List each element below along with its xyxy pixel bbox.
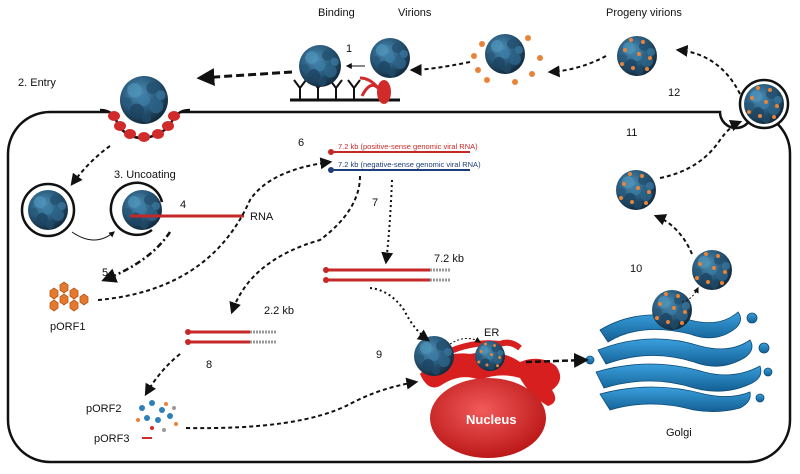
step-number: 5 xyxy=(102,267,108,279)
label-entry: 2. Entry xyxy=(18,77,56,89)
step-number: 9 xyxy=(376,349,382,361)
label-negative-sense-rna: 7.2 kb (negative-sense genomic viral RNA… xyxy=(338,160,481,169)
step-number: 10 xyxy=(630,263,642,275)
label-binding: Binding xyxy=(318,7,355,19)
endosome-left xyxy=(20,182,76,238)
step-number: 4 xyxy=(180,199,186,211)
binding-site xyxy=(290,38,410,104)
step-number: 7 xyxy=(372,197,378,209)
label-golgi: Golgi xyxy=(666,427,692,439)
step-number: 1 xyxy=(346,43,352,55)
label-porf1: pORF1 xyxy=(50,321,85,333)
porf2-porf3-cluster xyxy=(136,400,178,439)
pathway-arrows xyxy=(70,44,743,430)
virion-in-golgi xyxy=(652,290,692,330)
label-nucleus: Nucleus xyxy=(466,412,517,427)
label-uncoating: 3. Uncoating xyxy=(114,169,176,181)
label-porf3: pORF3 xyxy=(94,433,129,445)
er-nucleus xyxy=(414,336,561,458)
endosome-uncoating xyxy=(109,181,244,237)
label-2-2kb: 2.2 kb xyxy=(264,305,294,317)
label-porf2: pORF2 xyxy=(86,403,121,415)
budding-virion xyxy=(738,78,790,130)
label-progeny-virions: Progeny virions xyxy=(606,7,682,19)
virions-group xyxy=(471,34,543,85)
step-number: 6 xyxy=(298,137,304,149)
step-number: 8 xyxy=(206,359,212,371)
porf1-cluster xyxy=(49,281,89,312)
step-number: 12 xyxy=(668,87,680,99)
label-er: ER xyxy=(484,327,499,339)
genomic-rna xyxy=(328,149,470,173)
entry-virion xyxy=(108,76,180,142)
label-7-2kb: 7.2 kb xyxy=(434,253,464,265)
cell-membrane xyxy=(6,110,792,464)
step-number: 11 xyxy=(626,127,637,139)
progeny-virion-top xyxy=(617,36,657,76)
label-virions: Virions xyxy=(398,7,432,19)
rna-7-2kb xyxy=(323,267,450,283)
label-rna: RNA xyxy=(250,211,274,223)
rna-2-2kb xyxy=(185,329,276,345)
virion-step-11 xyxy=(616,170,656,210)
label-positive-sense-rna: 7.2 kb (positive-sense genomic viral RNA… xyxy=(338,142,478,151)
virion-leaving-golgi xyxy=(692,250,732,290)
